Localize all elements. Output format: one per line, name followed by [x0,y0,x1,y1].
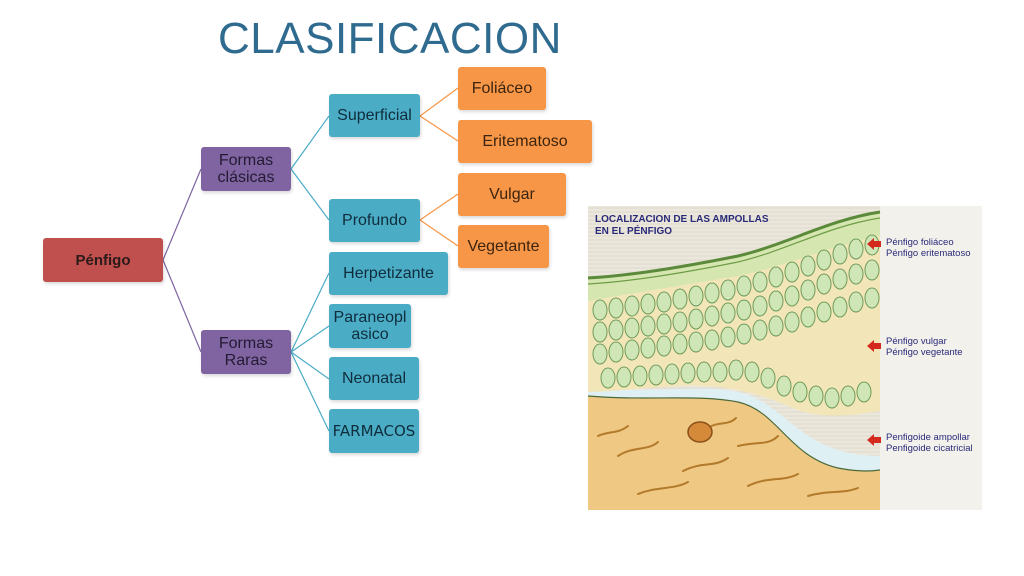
figure-label: Pénfigo eritematoso [886,248,971,259]
connector-raras-farmacos [290,351,330,432]
node-superficial: Superficial [329,94,420,137]
connector-raras-herpetizante [290,272,330,353]
node-vulgar: Vulgar [458,173,566,216]
node-formas-clasicas: Formas clásicas [201,147,291,191]
connector-raras-paraneoplasico [290,325,330,353]
dermis-layer [588,396,880,510]
connector-root-raras [162,259,202,353]
node-formas-raras: Formas Raras [201,330,291,374]
node-vegetante: Vegetante [458,225,549,268]
connector-raras-neonatal [290,351,330,380]
node-eritematoso: Eritematoso [458,120,592,163]
skin-layers-illustration [588,206,982,510]
node-farmacos: FARMACOS [329,409,419,453]
arrow-left-icon [867,238,881,250]
node-neonatal: Neonatal [329,357,419,400]
connector-profundo-vulgar [419,193,459,221]
figure-title: LOCALIZACION DE LAS AMPOLLAS EN EL PÉNFI… [595,214,769,237]
node-paraneoplasico: Paraneopl asico [329,304,411,348]
connector-profundo-vegetante [419,219,459,247]
node-profundo: Profundo [329,199,420,242]
figure-label: Penfigoide cicatricial [886,443,973,454]
connector-superficial-eritematoso [419,115,459,142]
figure-label: Pénfigo vulgar [886,336,947,347]
arrow-left-icon [867,340,881,352]
connector-superficial-foliaceo [419,87,459,117]
node-herpetizante: Herpetizante [329,252,448,295]
node-foliaceo: Foliáceo [458,67,546,110]
figure-label: Pénfigo vegetante [886,347,963,358]
connector-clasicas-profundo [290,168,330,221]
histology-figure: LOCALIZACION DE LAS AMPOLLAS EN EL PÉNFI… [588,206,982,510]
node-penfigo: Pénfigo [43,238,163,282]
connector-clasicas-superficial [290,115,330,170]
figure-label: Penfigoide ampollar [886,432,970,443]
connector-root-clasicas [162,168,202,261]
page-title: CLASIFICACION [218,14,562,63]
figure-label: Pénfigo foliáceo [886,237,954,248]
arrow-left-icon [867,434,881,446]
